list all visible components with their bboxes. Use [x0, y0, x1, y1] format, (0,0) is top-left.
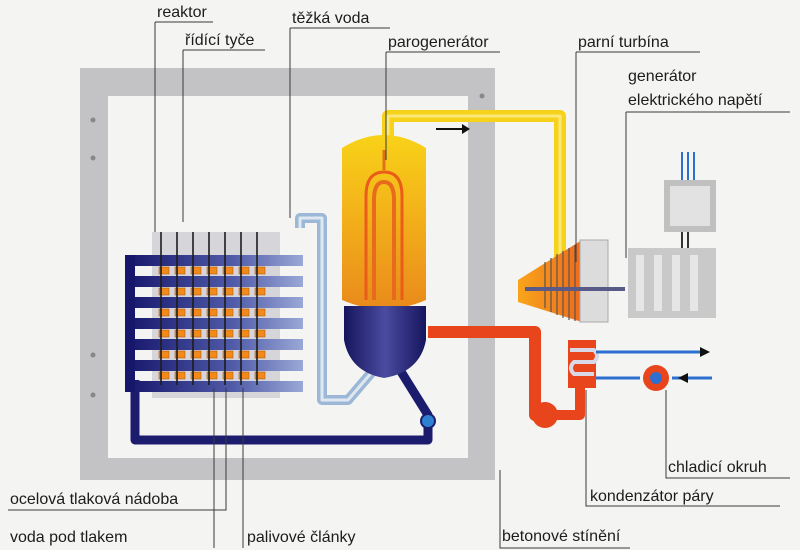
label-pressurized-water: voda pod tlakem	[10, 529, 128, 546]
label-steam-turbine: parní turbína	[578, 34, 669, 51]
circulation-pump	[420, 413, 436, 429]
cooling-circuit	[596, 347, 712, 391]
electric-generator	[628, 152, 716, 318]
label-heavy-water: těžká voda	[292, 10, 370, 27]
label-cooling-circuit: chladicí okruh	[668, 459, 767, 476]
fuel-cells	[158, 266, 266, 380]
label-steam-condenser: kondenzátor páry	[590, 488, 714, 505]
label-generator-line1: generátor	[628, 68, 697, 85]
steam-generator	[342, 135, 426, 378]
label-concrete-shielding: betonové stínění	[502, 528, 621, 545]
reactor-core	[125, 255, 303, 392]
steam-turbine	[518, 239, 625, 323]
label-fuel-cells: palivové články	[247, 529, 356, 546]
label-steam-generator: parogenerátor	[388, 34, 489, 51]
pressurized-water-loop	[130, 367, 433, 445]
label-steel-pressure-vessel: ocelová tlaková nádoba	[10, 491, 179, 508]
label-reactor: reaktor	[157, 4, 207, 21]
leader-lines	[8, 21, 790, 549]
label-generator-line2: elektrického napětí	[628, 92, 763, 109]
control-rods	[160, 232, 258, 385]
steam-condenser	[568, 340, 599, 388]
label-control-rods: řídící tyče	[185, 32, 255, 49]
steam-flow-arrow	[436, 124, 470, 134]
